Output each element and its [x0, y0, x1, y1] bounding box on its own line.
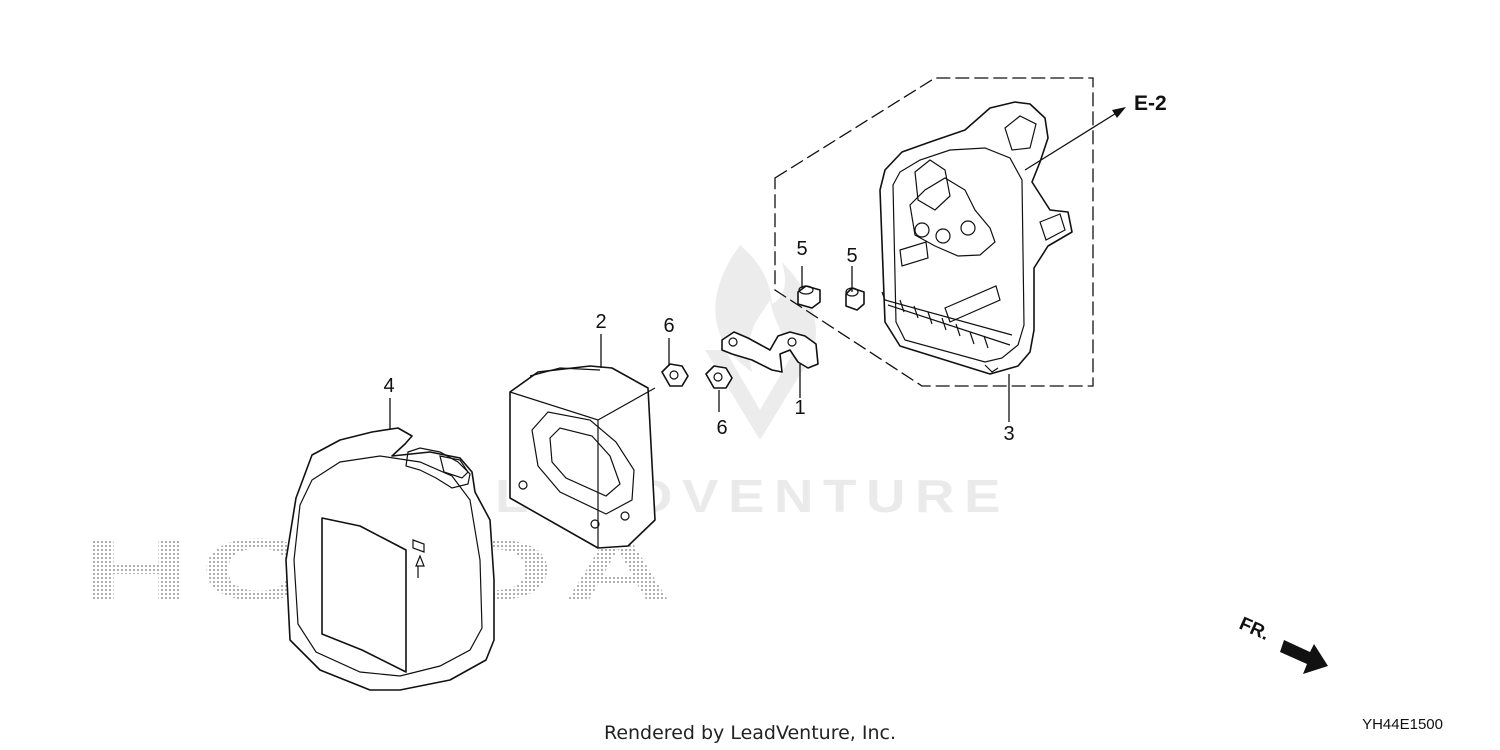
- callout-6-bottom: 6: [716, 417, 727, 439]
- part-3-air-cleaner-case: [879, 101, 1073, 375]
- part-4-air-cleaner-cover: [285, 427, 495, 691]
- callout-3: 3: [1003, 423, 1014, 445]
- callout-1: 1: [794, 397, 805, 419]
- part-5-collar-right: [845, 287, 865, 311]
- e2-arrowhead: [1112, 107, 1126, 118]
- front-label: FR.: [1236, 613, 1273, 645]
- callout-4: 4: [383, 375, 394, 397]
- callout-5-left: 5: [796, 238, 807, 260]
- callout-5-right: 5: [846, 245, 857, 267]
- part-6-nut-left: [661, 363, 689, 387]
- part-6-nut-right: [705, 365, 733, 389]
- diagram-code: YH44E1500: [1362, 716, 1443, 733]
- credit-text: Rendered by LeadVenture, Inc.: [604, 722, 896, 744]
- reference-e2-label: E-2: [1134, 92, 1167, 115]
- callout-2: 2: [595, 311, 606, 333]
- leader-lines: [389, 107, 1126, 430]
- part-2-air-cleaner-element: [509, 365, 656, 549]
- front-arrow-icon: [1280, 640, 1328, 674]
- part-5-collar-left: [797, 285, 821, 309]
- assembly-outline: [774, 77, 1094, 387]
- front-direction-marker: FR.: [1236, 613, 1328, 674]
- callout-6-top: 6: [663, 315, 674, 337]
- part-1-stay-bracket: [721, 331, 819, 373]
